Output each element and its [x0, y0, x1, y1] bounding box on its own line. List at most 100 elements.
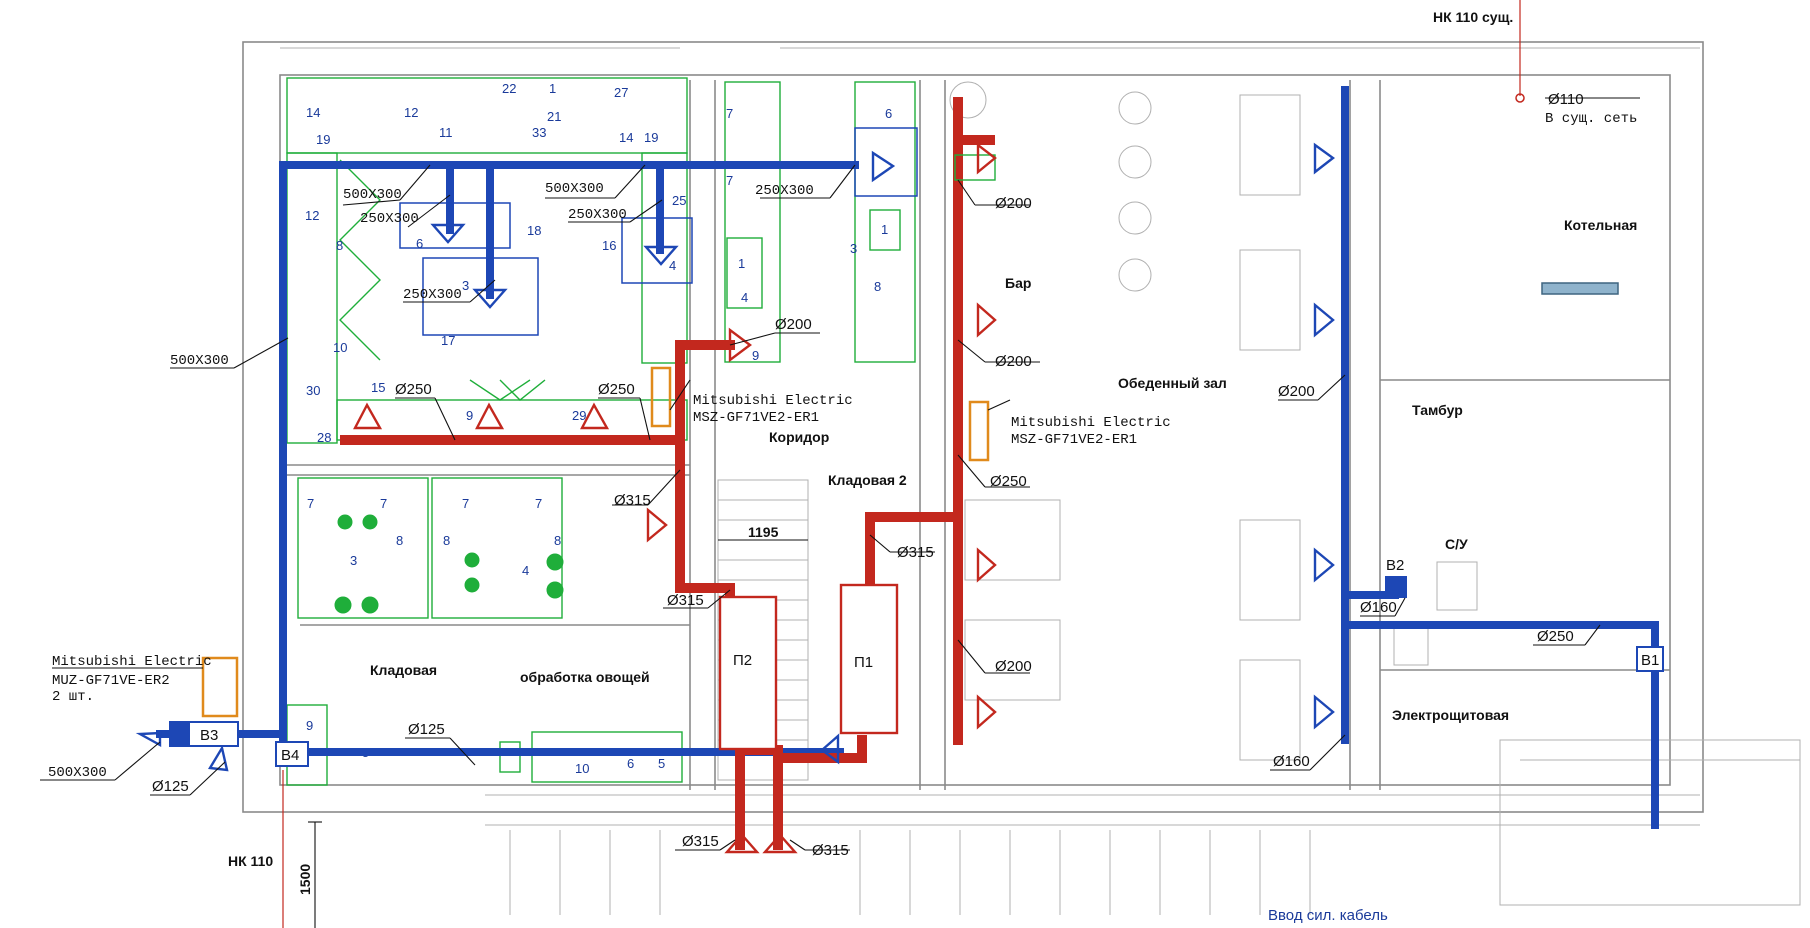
entrance-steps: [509, 739, 1801, 915]
ahu-p1-label: П1: [854, 654, 873, 671]
ac-labels: Mitsubishi Electric MSZ-GF71VE2-ER1 Mits…: [52, 393, 1171, 705]
fan-b4-label: B4: [281, 747, 299, 764]
ac-outdoor-unit: [201, 656, 239, 718]
ahu-p1-box: [839, 583, 899, 735]
svg-text:4: 4: [522, 563, 529, 578]
svg-text:8: 8: [554, 533, 561, 548]
hood-4: [854, 127, 918, 197]
svg-text:7: 7: [380, 496, 387, 511]
svg-text:15: 15: [371, 380, 385, 395]
room-electrical: Электрощитовая: [1392, 707, 1509, 723]
dim-250x300-hood3: 250X300: [568, 207, 627, 223]
svg-text:3: 3: [462, 278, 469, 293]
room-boiler: Котельная: [1564, 217, 1637, 233]
svg-text:10: 10: [333, 340, 347, 355]
svg-text:28: 28: [317, 430, 331, 445]
svg-text:30: 30: [306, 383, 320, 398]
svg-text:17: 17: [441, 333, 455, 348]
svg-text:4: 4: [741, 290, 748, 305]
sewer-lines: [282, 0, 1525, 928]
dining-square-tables: [964, 94, 1301, 761]
dim-d315-corridor: Ø315: [614, 492, 651, 509]
svg-text:8: 8: [874, 279, 881, 294]
dim-250x300-hood2: 250X300: [403, 287, 462, 303]
ac-outdoor-brand: Mitsubishi Electric: [52, 654, 212, 670]
dim-d315-p2: Ø315: [667, 592, 704, 609]
hood-1: [399, 202, 511, 249]
room-vestibule: Тамбур: [1412, 402, 1463, 418]
equipment-numbers: 1 21 22 27 14 12 11 33 14 19 19 12 8 10 …: [305, 81, 892, 776]
svg-text:14: 14: [619, 130, 633, 145]
dim-d250-kitchen-right: Ø250: [598, 381, 635, 398]
room-labels: Котельная Бар Обеденный зал Коридор Клад…: [370, 217, 1637, 723]
dim-500x300-riser: 500X300: [170, 353, 229, 369]
dim-250x300-hood1: 250X300: [360, 211, 419, 227]
svg-text:12: 12: [305, 208, 319, 223]
svg-text:10: 10: [575, 761, 589, 776]
dim-500x300-hood3: 500X300: [545, 181, 604, 197]
svg-text:9: 9: [752, 348, 759, 363]
room-storage2: Кладовая 2: [828, 472, 907, 488]
svg-text:8: 8: [396, 533, 403, 548]
svg-text:3: 3: [350, 553, 357, 568]
fan-b1-label: B1: [1641, 652, 1659, 669]
svg-text:1: 1: [881, 222, 888, 237]
dim-d250-dining: Ø250: [990, 473, 1027, 490]
kitchen-equipment: [286, 77, 916, 786]
svg-text:7: 7: [726, 106, 733, 121]
svg-text:25: 25: [672, 193, 686, 208]
dim-d250-wc: Ø250: [1537, 628, 1574, 645]
fan-b4-box: [275, 741, 309, 767]
svg-text:33: 33: [532, 125, 546, 140]
svg-text:5: 5: [658, 756, 665, 771]
hood-3: [621, 217, 693, 284]
svg-text:6: 6: [416, 236, 423, 251]
hood-2: [422, 257, 539, 336]
svg-text:7: 7: [307, 496, 314, 511]
svg-text:19: 19: [316, 132, 330, 147]
room-vegetables: обработка овощей: [520, 669, 650, 685]
fan-b2-box: [1385, 576, 1407, 598]
room-corridor: Коридор: [769, 429, 829, 445]
ac-indoor-unit-2: [968, 400, 990, 462]
wc-sink: [1436, 561, 1478, 611]
sewer-main-label: НК 110: [228, 853, 273, 869]
svg-text:7: 7: [535, 496, 542, 511]
ac-indoor-2-brand: Mitsubishi Electric: [1011, 415, 1171, 431]
svg-text:1: 1: [549, 81, 556, 96]
fan-b1-box: [1636, 646, 1664, 672]
dim-d315-intake-left: Ø315: [682, 833, 719, 850]
svg-text:16: 16: [602, 238, 616, 253]
svg-text:3: 3: [850, 241, 857, 256]
dim-d200-bar: Ø200: [995, 353, 1032, 370]
dim-d315-intake-right: Ø315: [812, 842, 849, 859]
svg-text:12: 12: [404, 105, 418, 120]
supply-ducts: [340, 97, 996, 850]
svg-text:27: 27: [614, 85, 628, 100]
svg-text:21: 21: [547, 109, 561, 124]
ac-indoor-1-model: MSZ-GF71VE2-ER1: [693, 410, 819, 426]
svg-text:22: 22: [502, 81, 516, 96]
exhaust-diffusers: [135, 142, 1336, 772]
dim-d200-kitchen: Ø200: [775, 316, 812, 333]
svg-text:7: 7: [462, 496, 469, 511]
ahu-p2-box: [718, 595, 778, 751]
sewer-note-label: В сущ. сеть: [1545, 111, 1637, 127]
dim-d125-exit: Ø125: [152, 778, 189, 795]
ac-outdoor-qty: 2 шт.: [52, 689, 94, 705]
boiler-unit: [1541, 282, 1619, 295]
ahu-p2-label: П2: [733, 652, 752, 669]
dim-d160-riser: Ø160: [1273, 753, 1310, 770]
dining-round-tables: [949, 81, 1152, 292]
dim-d315-storage2: Ø315: [897, 544, 934, 561]
ac-indoor-2-model: MSZ-GF71VE2-ER1: [1011, 432, 1137, 448]
dim-d200-exhaust: Ø200: [1278, 383, 1315, 400]
room-dining: Обеденный зал: [1118, 375, 1227, 391]
fan-b3-label: B3: [200, 727, 218, 744]
dim-d160-wc: Ø160: [1360, 599, 1397, 616]
svg-text:8: 8: [336, 238, 343, 253]
ac-outdoor-model: MUZ-GF71VE-ER2: [52, 673, 170, 689]
dim-d125-kitchen: Ø125: [408, 721, 445, 738]
sewer-labels: НК 110 сущ. Ø110 В сущ. сеть НК 110: [228, 9, 1637, 869]
